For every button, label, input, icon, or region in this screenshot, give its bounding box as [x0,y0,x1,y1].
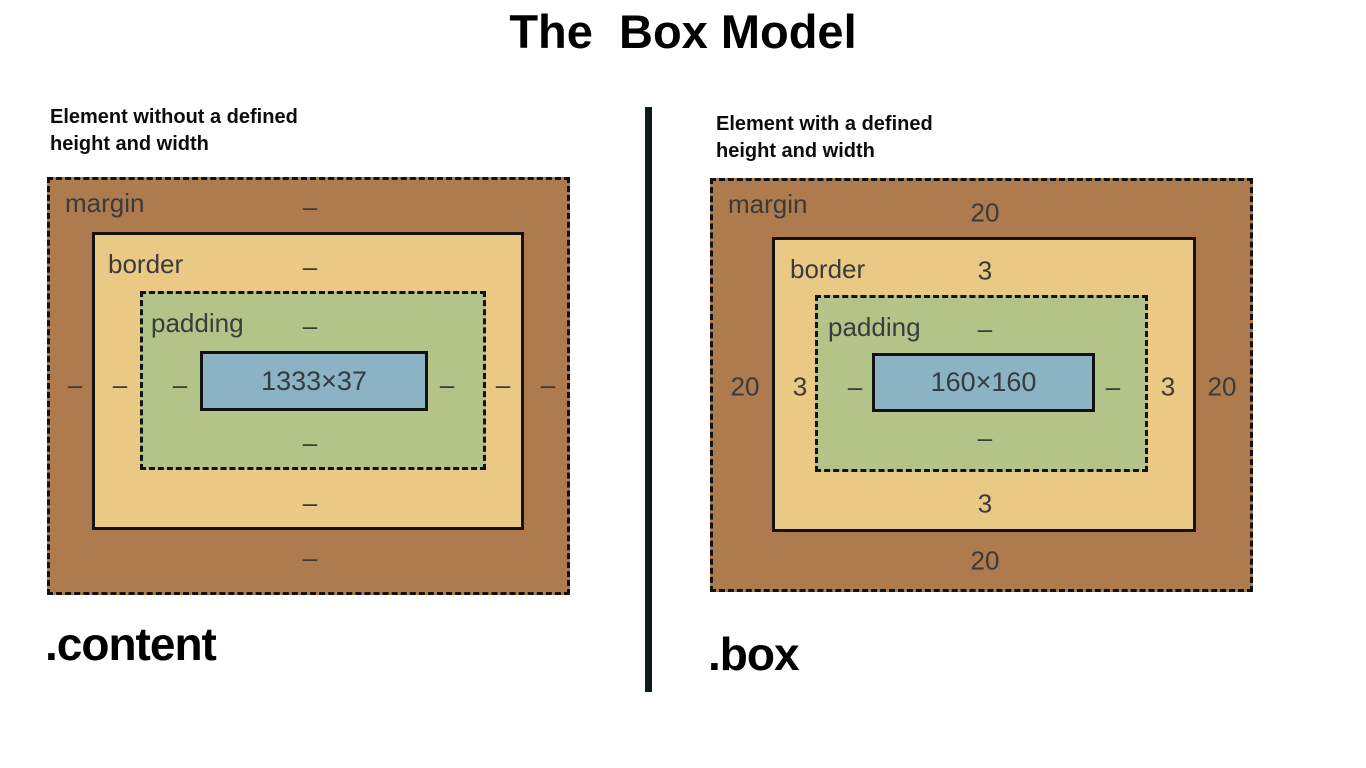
right-margin-right-value: 20 [1207,371,1237,402]
right-padding-left-value: – [847,371,863,402]
left-content-box: 1333×37 [200,351,428,411]
right-padding-label: padding [828,312,921,342]
left-border-bottom-value: – [302,487,318,518]
right-margin-box: margin 20 20 20 20 border 3 3 3 3 paddin… [710,178,1253,592]
right-panel-heading: Element with a defined height and width [716,111,933,165]
left-padding-right-value: – [439,369,455,400]
left-margin-bottom-value: – [302,542,318,573]
left-padding-bottom-value: – [302,427,318,458]
right-margin-left-value: 20 [730,371,760,402]
right-content-box: 160×160 [872,353,1095,412]
right-heading-line2: height and width [716,140,875,163]
right-padding-right-value: – [1105,371,1121,402]
left-margin-box: margin – – – – border – – – – padding – … [47,177,570,595]
left-margin-left-value: – [67,369,83,400]
left-border-top-value: – [302,251,318,282]
left-padding-top-value: – [302,310,318,341]
right-padding-bottom-value: – [977,422,993,453]
left-margin-right-value: – [540,369,556,400]
left-border-right-value: – [495,369,511,400]
left-border-left-value: – [112,369,128,400]
right-padding-top-value: – [977,313,993,344]
right-border-box: border 3 3 3 3 padding – – – – 160×160 [772,237,1196,532]
left-border-label: border [108,249,184,279]
right-caption: .box [708,628,800,680]
left-border-box: border – – – – padding – – – – 1333×37 [92,232,524,530]
left-heading-line1: Element without a defined [50,106,298,128]
left-padding-label: padding [151,308,244,338]
right-border-bottom-value: 3 [977,488,993,519]
left-padding-box: padding – – – – 1333×37 [140,291,486,470]
right-border-right-value: 3 [1160,371,1176,402]
left-margin-top-value: – [302,191,318,222]
left-caption: .content [45,618,217,670]
vertical-divider [645,107,652,692]
right-margin-top-value: 20 [970,197,1000,228]
page-title: The Box Model [509,5,857,58]
left-content-size-label: 1333×37 [261,365,367,396]
right-content-size-label: 160×160 [930,367,1037,397]
right-border-label: border [790,254,866,284]
left-heading-line2: height and width [50,133,209,156]
right-border-left-value: 3 [792,371,808,402]
left-margin-label: margin [65,188,145,218]
left-panel-heading: Element without a defined height and wid… [50,104,298,158]
right-margin-bottom-value: 20 [970,545,1000,576]
right-border-top-value: 3 [977,255,993,286]
right-padding-box: padding – – – – 160×160 [815,295,1148,472]
right-margin-label: margin [728,189,808,219]
right-heading-line1: Element with a defined [716,113,933,135]
left-padding-left-value: – [172,369,188,400]
